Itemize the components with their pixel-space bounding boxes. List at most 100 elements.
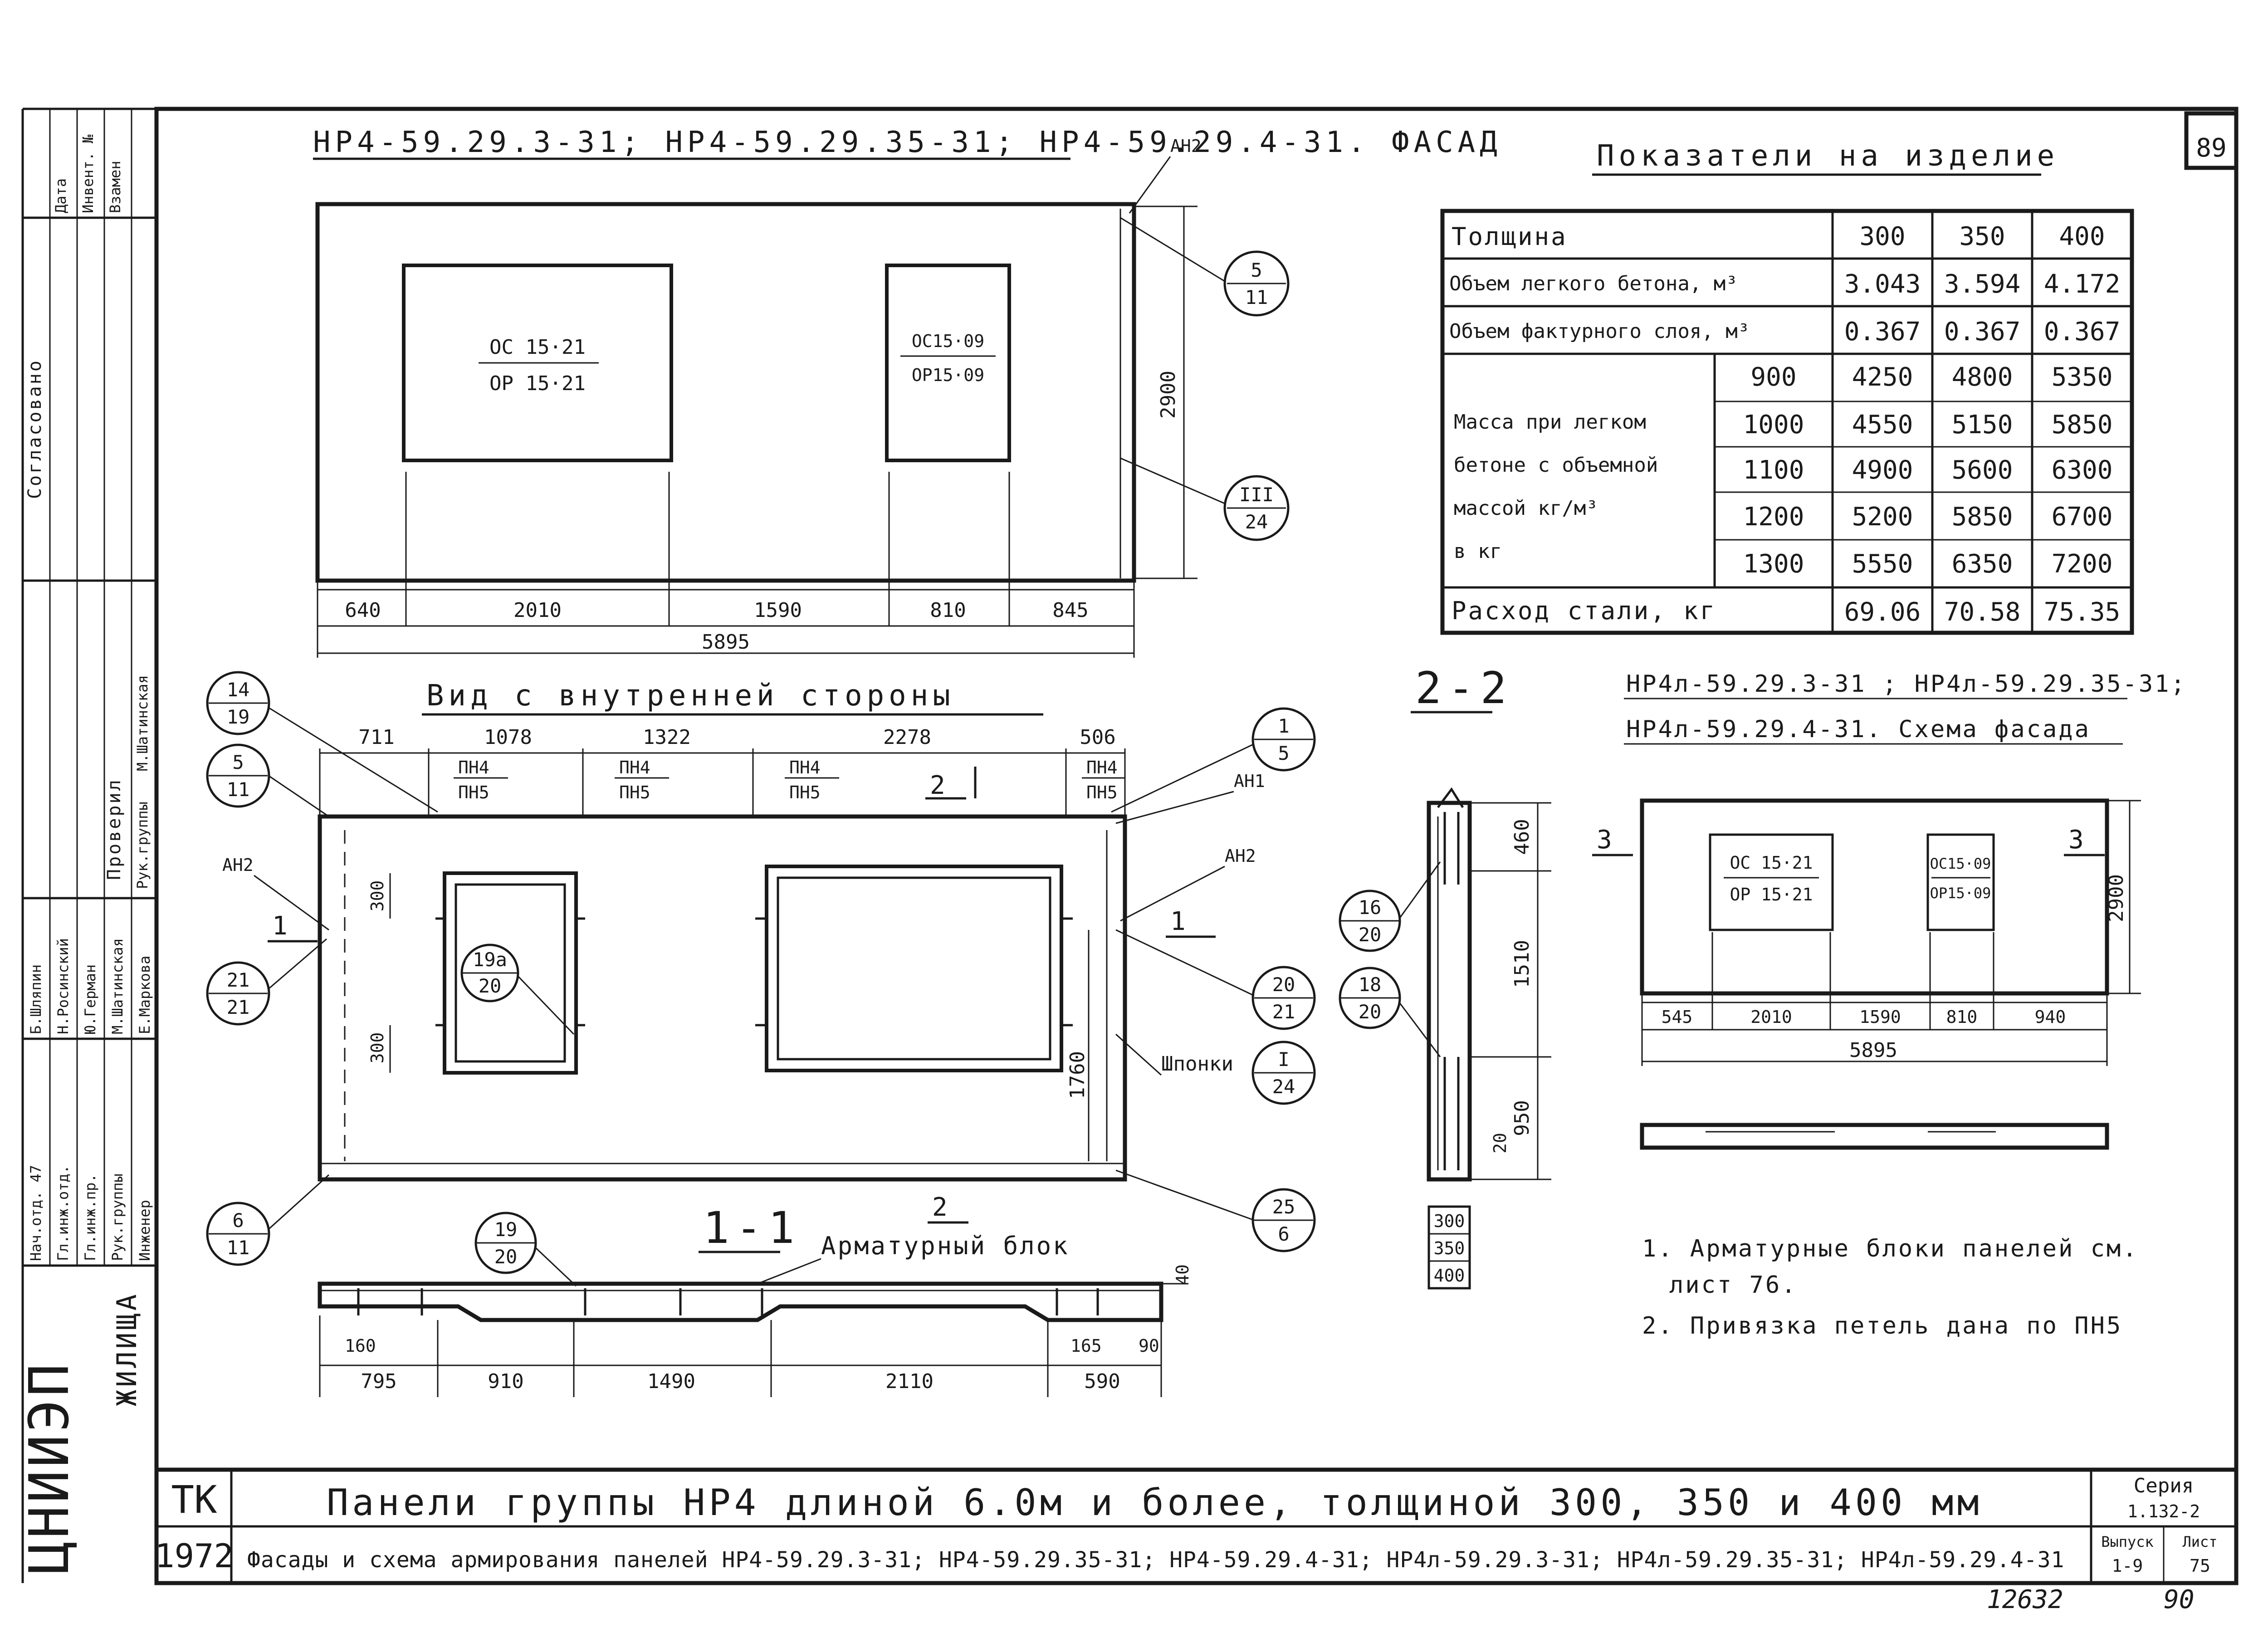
facade-panel-outline	[315, 202, 1136, 583]
side-role-5: Инженер	[136, 1200, 153, 1261]
inner-bubble-3	[206, 961, 270, 1026]
facade-window-1	[402, 264, 673, 462]
loop-1-bottom: ПН5	[458, 782, 489, 802]
inner-bubble-8-bottom: 24	[1272, 1076, 1295, 1098]
section22-thickness-3: 400	[1434, 1266, 1465, 1286]
facade-bubble-a-top: 5	[1251, 259, 1262, 281]
tb-series-label: Серия	[2134, 1474, 2194, 1497]
mass-row-5-v3: 7200	[2052, 549, 2113, 579]
section22-bubble-2	[1339, 967, 1401, 1029]
side-role-1: Нач.отд. 47	[27, 1165, 44, 1261]
mass-row-5-v1: 5550	[1852, 549, 1913, 579]
table-header-col-1: 300	[1859, 222, 1905, 251]
facade-window-1-top: ОС 15·21	[489, 336, 586, 359]
inner-bubble-2-leader	[268, 775, 329, 817]
section22-thickness-1: 300	[1434, 1211, 1465, 1231]
inner-dim-300a: 300	[367, 880, 387, 912]
inner-view: Вид с внутренней стороны 711 1078 1322 2…	[206, 671, 1316, 1266]
table-header-label: Толщина	[1452, 222, 1568, 251]
loop-1-top: ПН4	[458, 758, 489, 777]
facade-bubble-a-leader	[1120, 217, 1225, 282]
inner-tag-an1-leader	[1115, 791, 1234, 824]
note-2: 2. Привязка петель дана по ПН5	[1642, 1312, 2122, 1340]
inner-bubble-8	[1251, 1041, 1316, 1105]
indicators-title: Показатели на изделие	[1597, 139, 2059, 173]
inner-title: Вид с внутренней стороны	[426, 679, 955, 713]
mass-row-1-v2: 4800	[1952, 362, 2013, 392]
table-row-1-v1: 3.043	[1844, 269, 1921, 299]
inner-bubble-6-top: 1	[1278, 715, 1289, 737]
inner-window-1-inner	[455, 883, 566, 1063]
inner-bubble-3-bottom: 21	[227, 996, 250, 1018]
facade-dim-1: 640	[345, 599, 381, 622]
sheet-number: 89	[2196, 133, 2226, 163]
inner-bubble-1-bottom: 19	[227, 706, 250, 728]
inner-bubble-2-bottom: 11	[227, 778, 250, 801]
indicators-table: Показатели на изделие Толщина 300 350 40…	[1440, 139, 2134, 635]
mass-row-4-v1: 5200	[1852, 502, 1913, 532]
side-strip: Согласовано Дата Инвент. № Взамен Провер…	[18, 108, 156, 1583]
tb-issue-label: Выпуск	[2101, 1533, 2154, 1550]
section22-bubble-2-bottom: 20	[1359, 1001, 1382, 1023]
table-row-2-v2: 0.367	[1944, 317, 2021, 347]
mass-row-1-v1: 4250	[1852, 362, 1913, 392]
section11-dim-165: 165	[1070, 1336, 1102, 1356]
inner-bottom-mark-2: 2	[932, 1193, 948, 1222]
scheme-window-1-top: ОС 15·21	[1730, 853, 1813, 873]
facade-window-2-bottom: ОР15·09	[912, 365, 984, 385]
mass-row-2-v1: 4550	[1852, 410, 1913, 440]
side-name-2: Н.Росинский	[54, 938, 72, 1034]
tb-code: ТК	[171, 1477, 217, 1522]
section22-thickness-box	[1427, 1205, 1471, 1290]
inner-bubble-7	[1251, 966, 1316, 1030]
facade-window-1-bottom: ОР 15·21	[489, 372, 586, 395]
section22-bubble-1-top: 16	[1359, 896, 1382, 919]
steel-v3: 75.35	[2044, 597, 2121, 627]
side-role-3: Гл.инж.пр.	[82, 1173, 99, 1261]
mass-label-2: бетоне с объемной	[1454, 454, 1658, 477]
mass-row-2-density: 1000	[1743, 410, 1804, 440]
section11-dim-160: 160	[345, 1336, 376, 1356]
tb-title-2: Фасады и схема армирования панелей НР4-5…	[247, 1547, 2064, 1573]
table-row-2-v1: 0.367	[1844, 317, 1921, 347]
title-block: ТК 1972 Панели группы НР4 длиной 6.0м и …	[155, 1467, 2236, 1614]
side-name-5: Е.Маркова	[136, 956, 153, 1034]
inner-bubble-1	[206, 671, 270, 735]
inner-window-1-outer	[443, 871, 578, 1075]
section22-thickness-2: 350	[1434, 1238, 1465, 1258]
sheet-number-box	[2184, 111, 2239, 170]
facade-bubble-a-bottom: 11	[1245, 286, 1268, 308]
side-name-3: Ю.Герман	[82, 964, 99, 1034]
section11-block-leader	[757, 1258, 821, 1285]
table-row-2-v3: 0.367	[2044, 317, 2121, 347]
mass-row-4-v3: 6700	[2052, 502, 2113, 532]
inner-tag-an1: АН1	[1234, 771, 1265, 791]
facade-height: 2900	[1157, 371, 1180, 419]
section22-dim-1: 460	[1510, 819, 1534, 855]
mass-row-2-v3: 5850	[2052, 410, 2113, 440]
scheme-total: 5895	[1849, 1039, 1897, 1062]
frame-border	[154, 107, 2239, 1585]
inner-bubble-7-bottom: 21	[1272, 1001, 1295, 1023]
mass-row-4-density: 1200	[1743, 502, 1804, 532]
inner-bubble-3-top: 21	[227, 969, 250, 991]
org-name: ЖИЛИЩА	[111, 1291, 143, 1406]
facade-window-2-top: ОС15·09	[912, 331, 984, 351]
scheme-mark-right: 3	[2068, 825, 2084, 855]
section22-dim-2: 1510	[1510, 940, 1534, 988]
inner-bubble-1-top: 14	[227, 679, 250, 701]
scheme-window-1	[1709, 833, 1834, 931]
section11-bubble	[474, 1212, 537, 1274]
scheme-title-2: НР4л-59.29.4-31. Схема фасада	[1626, 716, 2091, 743]
scheme-window-2-bottom: ОР15·09	[1930, 885, 1991, 902]
inner-window-2-outer	[765, 865, 1063, 1072]
section11-block-label: Арматурный блок	[821, 1232, 1070, 1260]
loop-4-top: ПН4	[1086, 758, 1118, 777]
mass-label-4: в кг	[1454, 540, 1502, 563]
section22-bubble-1	[1339, 890, 1401, 952]
side-role-4: Рук.группы	[109, 1173, 126, 1261]
stamp-number: 12632	[1987, 1585, 2063, 1614]
mass-row-5-v2: 6350	[1952, 549, 2013, 579]
inner-dim-1760: 1760	[1066, 1051, 1089, 1099]
